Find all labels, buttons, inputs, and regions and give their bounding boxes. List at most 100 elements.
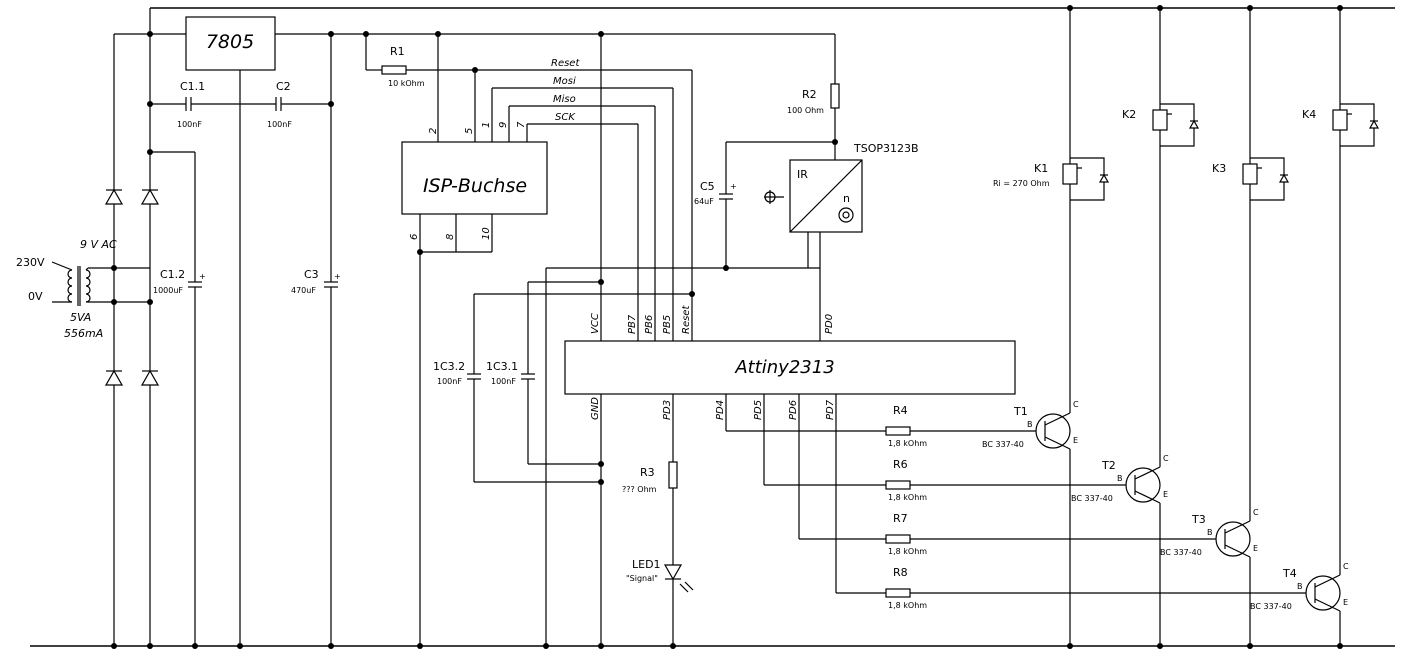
supply-rails	[30, 7, 1395, 647]
k1-note: Ri = 270 Ohm	[993, 179, 1050, 188]
t3-type: BC 337-40	[1160, 548, 1202, 557]
signal-reset: Reset	[551, 58, 580, 69]
t1-pin-e: E	[1073, 436, 1078, 445]
t4-label: T4	[1282, 567, 1297, 580]
svg-text:+: +	[334, 272, 341, 281]
isp-label: ISP-Buchse	[423, 175, 527, 197]
r2-value: 100 Ohm	[787, 106, 824, 115]
transistor-t4: T4 B C E BC 337-40	[1250, 562, 1349, 612]
c2-label: C2	[276, 80, 291, 93]
r6-value: 1,8 kOhm	[888, 493, 927, 502]
c2-value: 100nF	[267, 120, 292, 129]
k1-label: K1	[1034, 162, 1048, 175]
t3-label: T3	[1191, 513, 1206, 526]
capacitor-c1-1: C1.1 100nF	[150, 80, 276, 129]
c3-value: 470uF	[291, 286, 316, 295]
c3-label: C3	[304, 268, 319, 281]
t1-type: BC 337-40	[982, 440, 1024, 449]
k3-label: K3	[1212, 162, 1226, 175]
svg-text:+: +	[730, 182, 737, 191]
input-230v: 230V	[16, 256, 45, 269]
capacitor-c2: C2 100nF	[267, 80, 331, 129]
pin-pd6: PD6	[788, 400, 799, 420]
ir-receiver-label: TSOP3123B	[853, 142, 919, 155]
transistor-t3: T3 B C E BC 337-40	[1160, 508, 1259, 558]
ir-label: IR	[797, 168, 808, 181]
transistor-t2: T2 B C E BC 337-40	[1071, 454, 1169, 504]
r7-label: R7	[893, 512, 908, 525]
t2-pin-e: E	[1163, 490, 1168, 499]
pin-pd3: PD3	[662, 400, 673, 420]
signal-mosi: Mosi	[553, 76, 576, 87]
t1-pin-c: C	[1073, 400, 1079, 409]
r1-value: 10 kOhm	[388, 79, 425, 88]
isp-pin-1: 1	[481, 122, 492, 128]
pin-pd0: PD0	[824, 314, 835, 334]
c5-label: C5	[700, 180, 715, 193]
isp-pin-10: 10	[481, 227, 492, 240]
c1-2-label: C1.2	[160, 268, 185, 281]
r8-label: R8	[893, 566, 908, 579]
status-led: R3 ??? Ohm LED1 "Signal"	[622, 461, 694, 646]
isp-pin-9: 9	[498, 122, 509, 128]
c1-2-value: 1000uF	[153, 286, 183, 295]
r2-label: R2	[802, 88, 817, 101]
antenna-icon	[764, 190, 784, 204]
led1-note: "Signal"	[626, 574, 658, 583]
pin-pd7: PD7	[825, 399, 836, 420]
isp-connector: ISP-Buchse Reset Mosi Miso SCK 2 5 1 9 7…	[401, 34, 692, 646]
mcu-label: Attiny2313	[734, 357, 834, 378]
pin-gnd: GND	[590, 397, 601, 420]
ic3-2-value: 100nF	[437, 377, 462, 386]
k2-label: K2	[1122, 108, 1136, 121]
t4-pin-c: C	[1343, 562, 1349, 571]
c1-1-value: 100nF	[177, 120, 202, 129]
t2-pin-c: C	[1163, 454, 1169, 463]
isp-pin-8: 8	[445, 234, 456, 240]
capacitor-c3: + C3 470uF	[291, 34, 341, 646]
trafo-va: 5VA	[70, 311, 91, 324]
t4-pin-b: B	[1297, 582, 1303, 591]
decoupling-caps: 1C3.2 100nF 1C3.1 100nF	[433, 267, 820, 646]
r3-value: ??? Ohm	[622, 485, 657, 494]
t4-type: BC 337-40	[1250, 602, 1292, 611]
pin-pd4: PD4	[715, 400, 726, 420]
r8-value: 1,8 kOhm	[888, 601, 927, 610]
pin-reset: Reset	[681, 305, 692, 334]
c5-value: 64uF	[694, 197, 714, 206]
r6-label: R6	[893, 458, 908, 471]
t1-pin-b: B	[1027, 420, 1033, 429]
t3-pin-e: E	[1253, 544, 1258, 553]
isp-pin-7: 7	[516, 121, 527, 128]
led1-label: LED1	[632, 558, 661, 571]
transistor-t1: T1 B C E BC 337-40	[982, 400, 1079, 450]
r3-label: R3	[640, 466, 655, 479]
pin-pb6: PB6	[644, 315, 655, 334]
t2-label: T2	[1101, 459, 1116, 472]
svg-text:+: +	[199, 272, 206, 281]
regulator-label: 7805	[206, 31, 254, 53]
junction-dots	[111, 5, 1343, 649]
relay-k4: K4	[1302, 8, 1380, 646]
ic3-1-value: 100nF	[491, 377, 516, 386]
r4-value: 1,8 kOhm	[888, 439, 927, 448]
ir-receiver-section: + R2 100 Ohm C5 64uF IR n TSOP3123B	[694, 34, 919, 268]
trafo-ma: 556mA	[64, 327, 103, 340]
r1-label: R1	[390, 45, 405, 58]
bridge-rectifier	[88, 188, 160, 386]
relay-k3: K3	[1212, 8, 1290, 646]
t3-pin-b: B	[1207, 528, 1213, 537]
capacitor-c1-2: + C1.2 1000uF	[150, 151, 206, 646]
relay-k1: K1 Ri = 270 Ohm	[993, 8, 1110, 646]
isp-pin-6: 6	[409, 234, 420, 240]
ic3-1-label: 1C3.1	[486, 360, 518, 373]
isp-pin-2: 2	[428, 128, 439, 134]
t2-type: BC 337-40	[1071, 494, 1113, 503]
relay-k2: K2	[1122, 8, 1200, 646]
svg-text:n: n	[843, 192, 850, 205]
pin-pb5: PB5	[662, 315, 673, 334]
t2-pin-b: B	[1117, 474, 1123, 483]
mcu-attiny2313: Attiny2313 VCC PB7 PB6 PB5 Reset PD0 GND…	[564, 34, 1016, 646]
trafo-ac: 9 V AC	[80, 238, 117, 251]
regulator-7805: 7805	[185, 16, 276, 646]
